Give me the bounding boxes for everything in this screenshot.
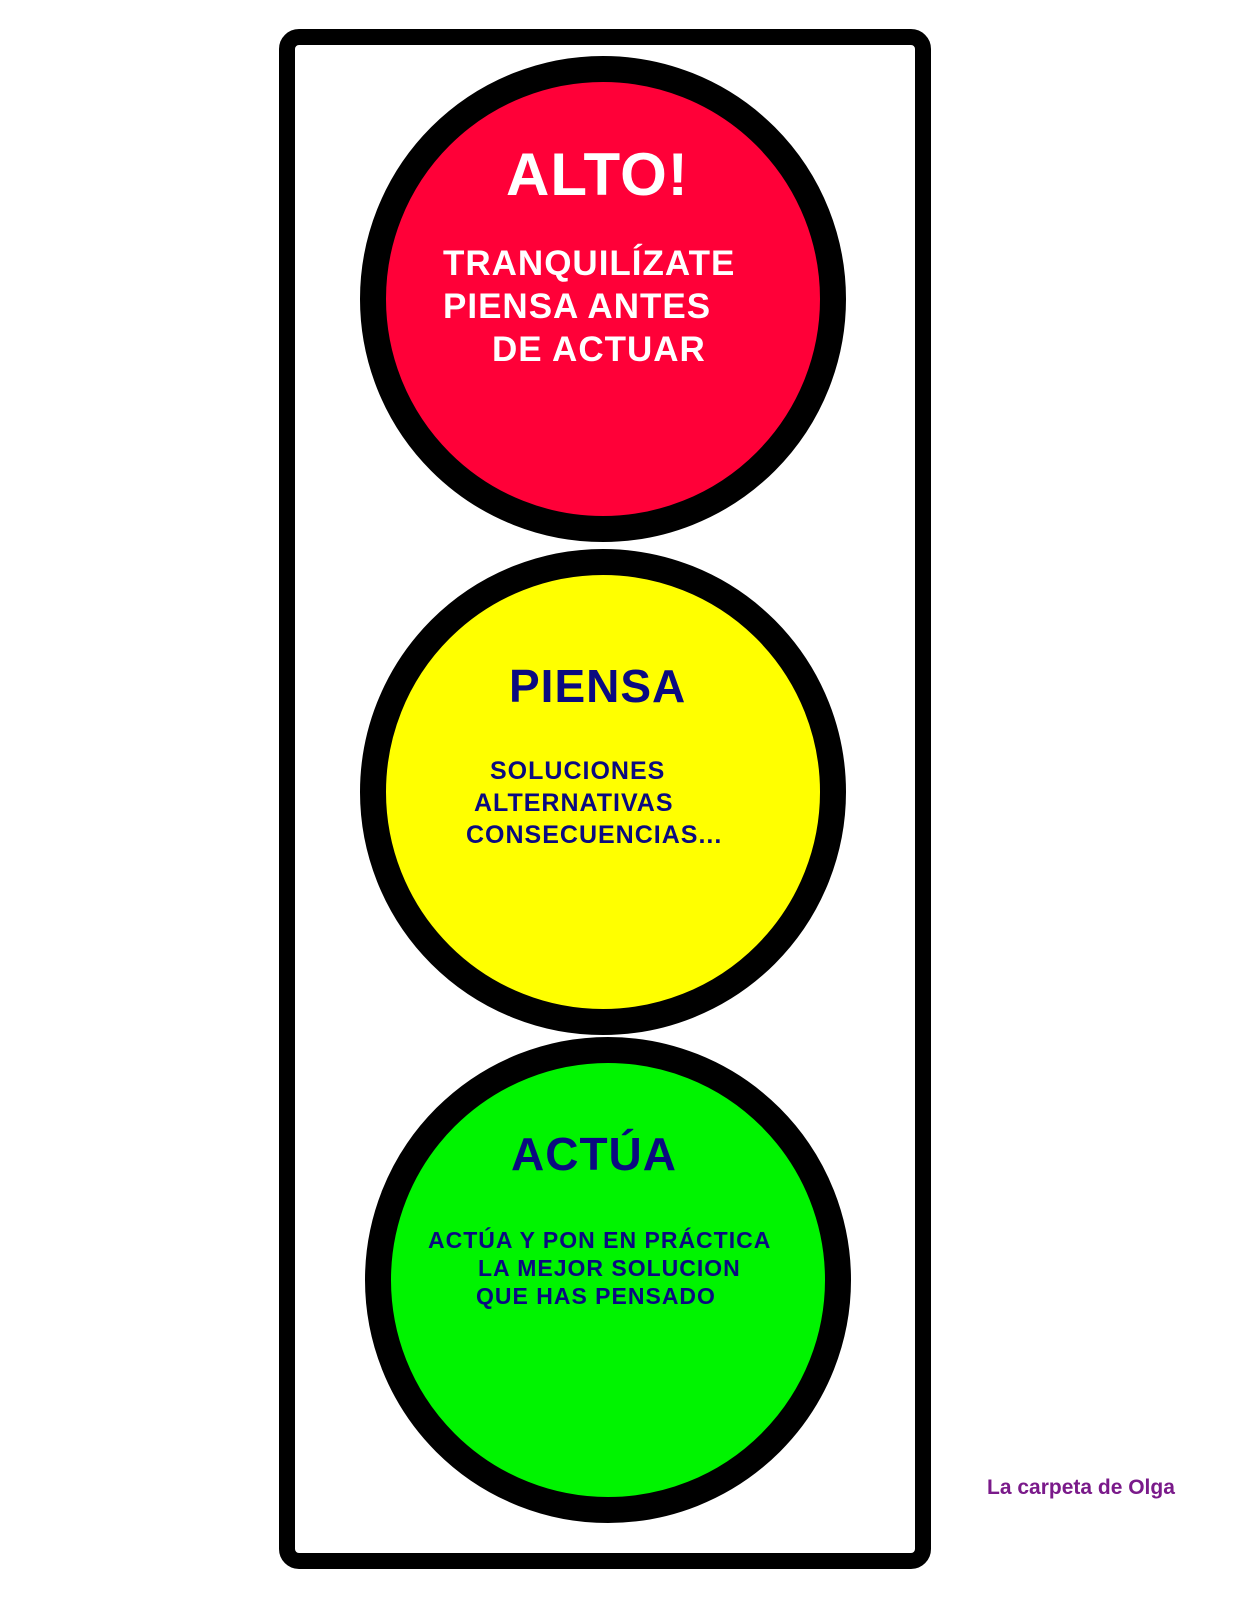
yellow-light-title: PIENSA [509, 660, 687, 712]
yellow-light-line-2: ALTERNATIVAS [474, 789, 674, 817]
red-light-line-1: TRANQUILÍZATE [443, 244, 736, 283]
green-light-line-3: QUE HAS PENSADO [476, 1283, 716, 1309]
green-light-line-1: ACTÚA Y PON EN PRÁCTICA [428, 1227, 772, 1253]
red-light-title: ALTO! [506, 141, 689, 208]
green-light-line-2: LA MEJOR SOLUCION [478, 1255, 741, 1281]
yellow-light-line-1: SOLUCIONES [490, 757, 666, 785]
green-light-title: ACTÚA [511, 1128, 677, 1180]
author-credit: La carpeta de Olga [987, 1476, 1175, 1499]
yellow-light-line-3: CONSECUENCIAS... [466, 821, 723, 849]
red-light-line-3: DE ACTUAR [492, 330, 706, 369]
red-light-line-2: PIENSA ANTES [443, 287, 712, 326]
